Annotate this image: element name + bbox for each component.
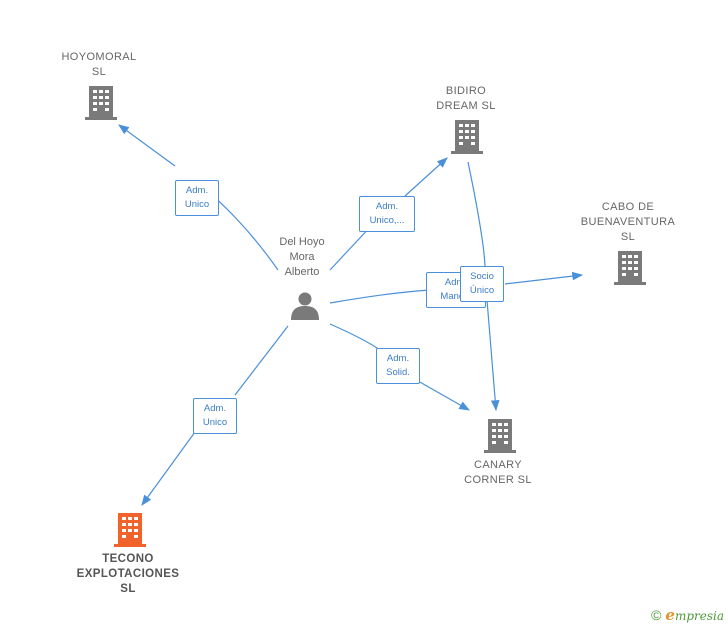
building-icon bbox=[614, 251, 646, 285]
edge-person-cabo bbox=[329, 275, 582, 304]
edge-label-line: Adm. bbox=[203, 403, 227, 414]
edge-label-hoyomoral[interactable]: Adm. Unico bbox=[175, 180, 219, 216]
building-icon bbox=[85, 86, 117, 120]
label-line: Del Hoyo bbox=[279, 236, 325, 248]
label-line: SL bbox=[91, 66, 107, 78]
edge-label-line: Único bbox=[469, 285, 495, 296]
edge-label-line: Adm. bbox=[386, 353, 410, 364]
edge-label-bidiro-socio[interactable]: Socio Único bbox=[460, 266, 504, 302]
label-line: CORNER SL bbox=[464, 474, 532, 486]
label-line: TECONO bbox=[102, 553, 154, 565]
label-line: SL bbox=[620, 231, 636, 243]
label-line: CANARY bbox=[473, 459, 523, 471]
edge-label-line: Adm. bbox=[375, 201, 399, 212]
brand-logo[interactable]: empresia bbox=[665, 606, 724, 624]
brand-first-letter: e bbox=[665, 606, 675, 624]
edge-label-line: Solid. bbox=[386, 367, 410, 378]
edge-label-line: Unico bbox=[202, 417, 228, 428]
building-icon-highlight bbox=[114, 513, 146, 547]
edge-label-line: Socio bbox=[470, 271, 494, 282]
label-line: BUENAVENTURA bbox=[580, 216, 676, 228]
label-line: Mora bbox=[289, 251, 315, 263]
node-label-bidiro[interactable]: BIDIRO DREAM SL bbox=[436, 84, 495, 114]
edge-person-bidiro bbox=[329, 158, 447, 271]
label-line: Alberto bbox=[284, 266, 320, 278]
edges bbox=[119, 125, 582, 505]
edge-label-canary[interactable]: Adm. Solid. bbox=[376, 348, 420, 384]
brand-rest: mpresia bbox=[674, 609, 724, 623]
label-line: BIDIRO bbox=[445, 85, 487, 97]
edge-bidiro-canary bbox=[467, 161, 496, 410]
node-label-hoyomoral[interactable]: HOYOMORAL SL bbox=[61, 50, 136, 80]
copyright-icon: © bbox=[651, 607, 662, 623]
edge-label-bidiro[interactable]: Adm. Unico,... bbox=[359, 196, 415, 232]
node-label-canary[interactable]: CANARY CORNER SL bbox=[464, 458, 532, 488]
label-line: CABO DE bbox=[601, 201, 655, 213]
node-label-person[interactable]: Del Hoyo Mora Alberto bbox=[279, 235, 324, 280]
person-icon bbox=[291, 292, 319, 320]
edge-label-tecono[interactable]: Adm. Unico bbox=[193, 398, 237, 434]
node-label-cabo[interactable]: CABO DE BUENAVENTURA SL bbox=[581, 200, 675, 245]
edge-label-line: Adm. bbox=[185, 185, 209, 196]
edge-label-line: Unico bbox=[184, 199, 210, 210]
building-icon bbox=[451, 120, 483, 154]
edge-person-tecono bbox=[142, 325, 289, 505]
label-line: HOYOMORAL bbox=[61, 51, 137, 63]
label-line: SL bbox=[120, 583, 136, 595]
node-label-tecono[interactable]: TECONO EXPLOTACIONES SL bbox=[77, 552, 180, 597]
edge-label-line: Unico,... bbox=[369, 215, 405, 226]
building-icon bbox=[484, 419, 516, 453]
label-line: EXPLOTACIONES bbox=[76, 568, 180, 580]
label-line: DREAM SL bbox=[436, 100, 496, 112]
footer-watermark: © empresia bbox=[651, 606, 724, 624]
